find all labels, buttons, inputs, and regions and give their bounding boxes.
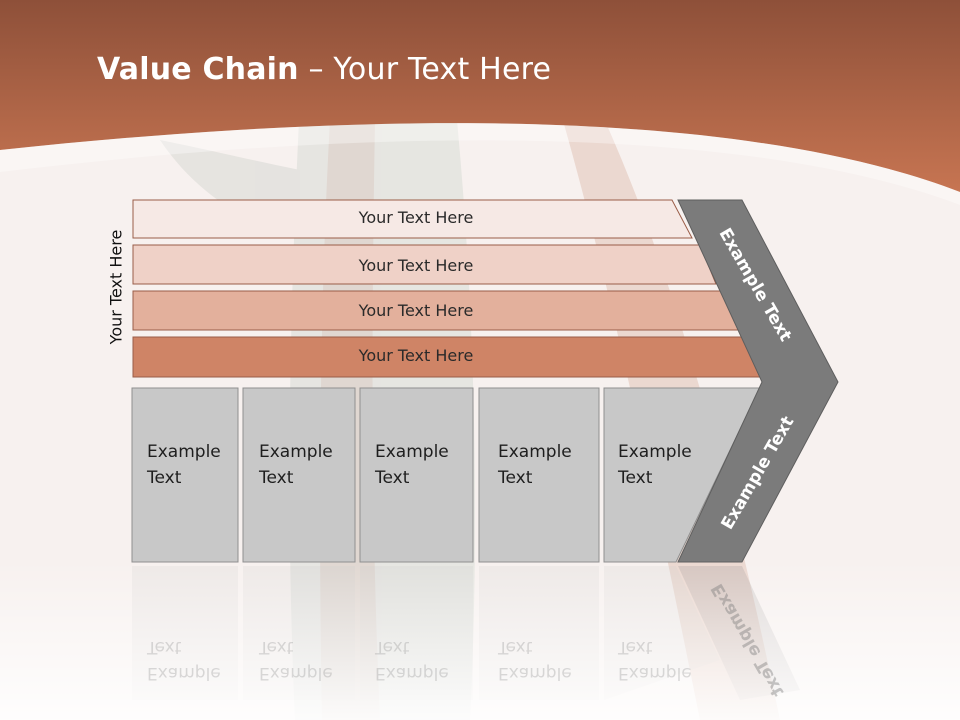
support-band-2	[132, 244, 717, 285]
support-band-1	[132, 199, 693, 239]
band-label-1: Your Text Here	[358, 208, 474, 227]
header-highlight	[0, 123, 960, 205]
band-label-4: Your Text Here	[358, 346, 474, 365]
band-label-3: Your Text Here	[358, 301, 474, 320]
slide-title: Value Chain – Your Text Here	[97, 52, 551, 87]
header-band	[0, 0, 960, 192]
support-activities-label: Your Text Here	[106, 229, 126, 345]
title-bold: Value Chain	[97, 52, 299, 87]
band-label-2: Your Text Here	[358, 256, 474, 275]
title-rest: – Your Text Here	[298, 52, 552, 87]
